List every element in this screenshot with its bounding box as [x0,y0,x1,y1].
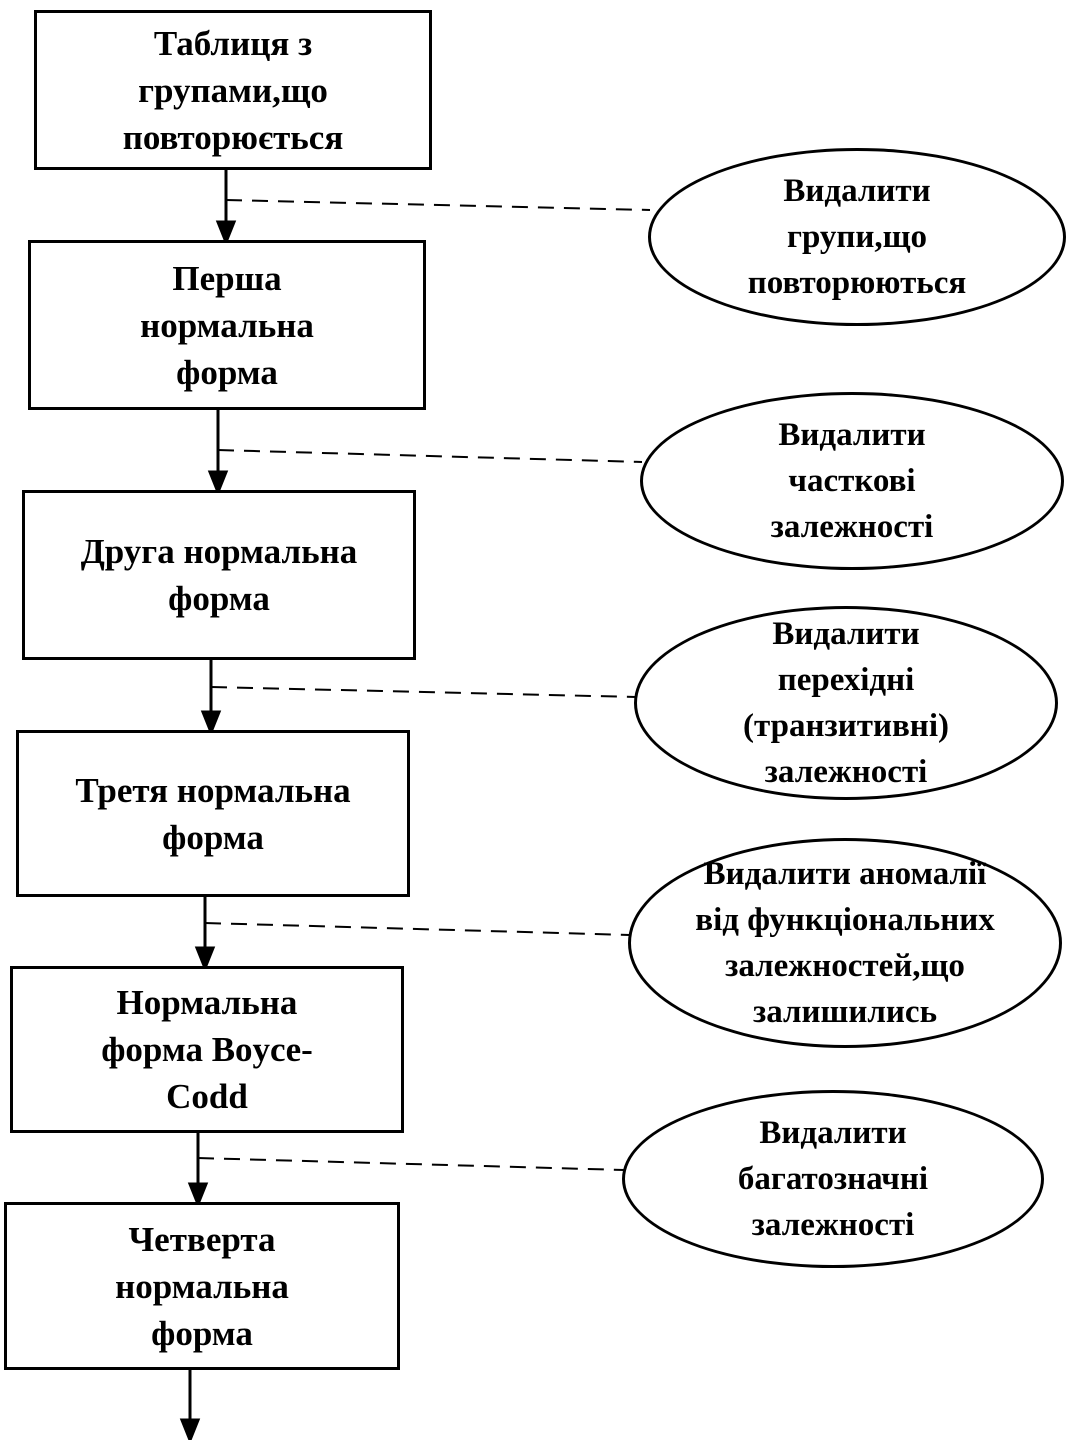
step-label: Четверта нормальна форма [115,1219,289,1353]
step-label: Друга нормальна форма [80,532,358,618]
step-label: Третя нормальна форма [75,770,351,857]
step-box-third-normal-form: Третя нормальна форма [16,730,410,897]
action-label: Видалити багатозначні залежності [737,1115,929,1243]
step-box-first-normal-form: Перша нормальна форма [28,240,426,410]
step-label: Таблиця з групами,що повторюється [122,23,344,157]
action-oval-remove-fd-anomalies: Видалити аномалії від функціональних зал… [628,838,1062,1048]
arrowhead-3 [200,710,222,737]
step-label: Нормальна форма Boyce- Codd [101,983,313,1116]
step-label: Перша нормальна форма [140,258,314,392]
arrowhead-1 [215,220,237,247]
action-oval-remove-repeating-groups: Видалити групи,що повторюються [648,148,1066,326]
action-label: Видалити часткові залежності [770,417,934,545]
action-label: Видалити групи,що повторюються [747,173,967,301]
action-oval-remove-multivalued-dependencies: Видалити багатозначні залежності [622,1090,1044,1268]
arrowhead-5 [187,1182,209,1209]
dashed-connector-5 [197,1157,625,1171]
dashed-connector-4 [204,922,631,936]
arrowhead-2 [207,470,229,497]
action-label: Видалити перехідні (транзитивні) залежно… [743,616,949,790]
step-box-unnormalized-table: Таблиця з групами,що повторюється [34,10,432,170]
arrowhead-6 [179,1418,201,1440]
dashed-connector-3 [210,686,637,698]
dashed-connector-1 [225,199,651,211]
arrowhead-4 [194,946,216,973]
dashed-connector-2 [217,449,643,463]
step-box-fourth-normal-form: Четверта нормальна форма [4,1202,400,1370]
action-oval-remove-partial-dependencies: Видалити часткові залежності [640,392,1064,570]
step-box-second-normal-form: Друга нормальна форма [22,490,416,660]
action-oval-remove-transitive-dependencies: Видалити перехідні (транзитивні) залежно… [634,606,1058,800]
step-box-boyce-codd-normal-form: Нормальна форма Boyce- Codd [10,966,404,1133]
action-label: Видалити аномалії від функціональних зал… [695,856,995,1030]
